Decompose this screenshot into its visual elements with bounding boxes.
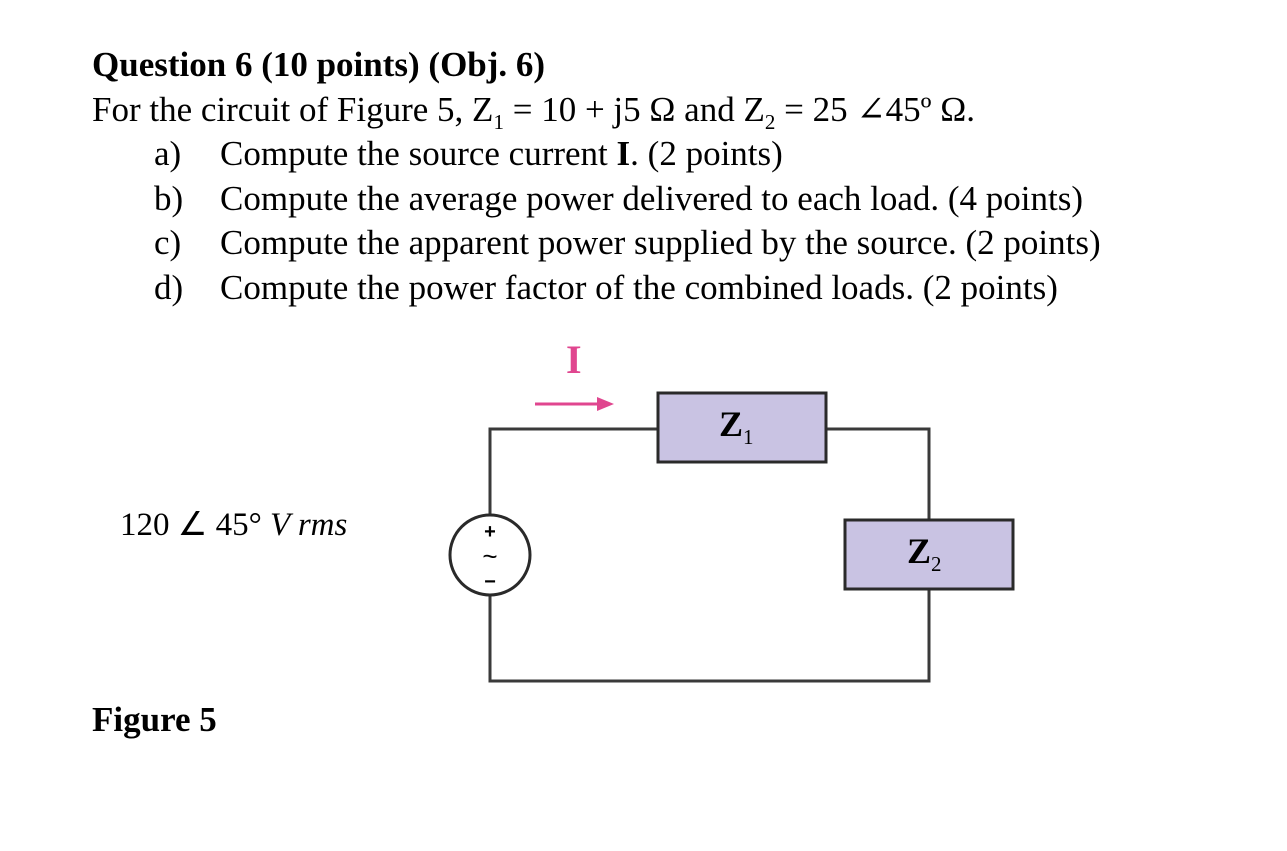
figure-label: Figure 5	[92, 700, 217, 739]
current-arrow-head	[597, 397, 614, 411]
intro-text-b: = 10 + j5 Ω and Z	[503, 90, 765, 129]
z2-symbol: Z	[907, 531, 932, 571]
source-tilde: ~	[482, 541, 497, 571]
part-text: Compute the source current	[220, 134, 617, 173]
part-text: Compute the average power delivered to e…	[220, 178, 1084, 218]
part-b: b) Compute the average power delivered to…	[154, 177, 1242, 222]
z1-symbol: Z	[719, 404, 744, 444]
question-intro: For the circuit of Figure 5, Z1 = 10 + j…	[92, 88, 1242, 134]
part-text: Compute the power factor of the combined…	[220, 267, 1058, 307]
source-angle: ∠ 45°	[177, 507, 262, 543]
part-c: c) Compute the apparent power supplied by…	[154, 221, 1242, 266]
ac-source	[448, 513, 532, 597]
wire-top-left	[488, 427, 658, 515]
z2-box	[843, 518, 1015, 591]
question-heading: Question 6 (10 points) (Obj. 6)	[92, 45, 546, 84]
z2-subscript: 2	[931, 552, 942, 577]
z2-label: Z2	[907, 531, 942, 575]
source-magnitude: 120	[120, 507, 170, 543]
part-letter: d)	[154, 267, 184, 307]
z1-box	[656, 391, 828, 464]
part-text: Compute the apparent power supplied by t…	[220, 223, 1101, 262]
wire-bottom	[488, 589, 931, 683]
current-label: I	[566, 337, 582, 382]
part-letter: b)	[154, 178, 184, 218]
source-voltage-label: 120 ∠ 45° V rms	[120, 506, 347, 544]
wire-top-right	[826, 427, 931, 520]
question-block: Question 6 (10 points) (Obj. 6) For the …	[92, 42, 1242, 310]
part-d: d) Compute the power factor of the combin…	[154, 266, 1242, 311]
intro-sub-1: 1	[493, 110, 504, 134]
part-text-post: . (2 points)	[630, 134, 783, 173]
part-letter: a)	[154, 134, 182, 173]
question-parts: a) Compute the source current I. (2 point…	[92, 132, 1242, 310]
part-letter: c)	[154, 223, 182, 262]
intro-sub-2: 2	[764, 110, 776, 134]
part-bold-term: I	[616, 134, 631, 173]
source-plus: +	[484, 521, 496, 543]
source-unit: V rms	[270, 507, 348, 543]
intro-text-a: For the circuit of Figure 5, Z	[92, 90, 494, 129]
z1-subscript: 1	[743, 425, 754, 450]
intro-text-c: = 25 ∠45º Ω.	[775, 90, 976, 129]
source-minus: −	[484, 571, 496, 593]
z1-label: Z1	[719, 404, 754, 448]
part-a: a) Compute the source current I. (2 point…	[154, 132, 1242, 177]
